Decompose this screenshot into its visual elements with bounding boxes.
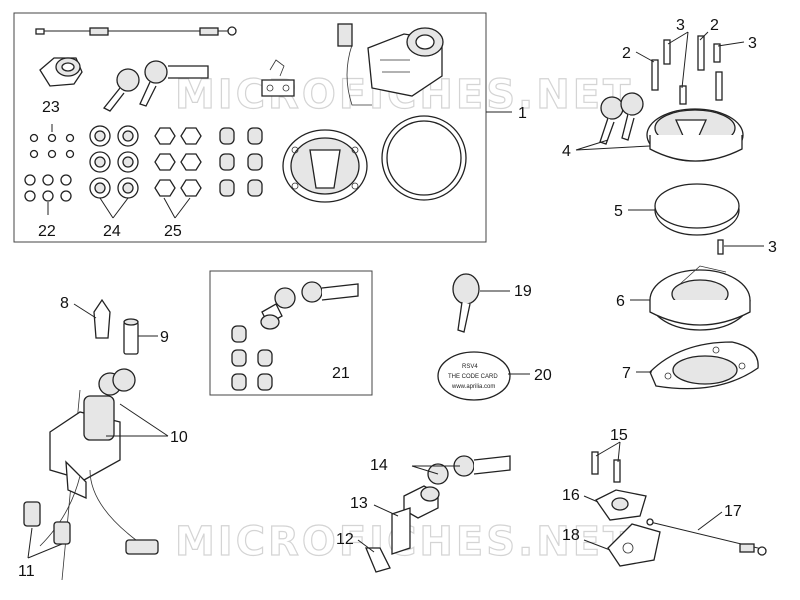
label-part-9: 9 [160, 329, 169, 346]
label-part-24: 24 [103, 223, 121, 240]
label-part-11: 11 [18, 563, 35, 580]
fuel-cap-assembly-drawing [646, 108, 744, 162]
lock-group-drawing [365, 455, 511, 573]
bushings-kit-drawing [219, 127, 263, 197]
label-part-1: 1 [518, 105, 527, 122]
key-19-drawing [452, 273, 480, 333]
lower-right-assembly-drawing [591, 451, 767, 567]
nuts-25-drawing [154, 127, 202, 197]
key-tag-line1: RSV4 [462, 364, 478, 370]
ring-6-drawing [649, 265, 751, 331]
label-part-6: 6 [616, 293, 625, 310]
label-part-8: 8 [60, 295, 69, 312]
screw-9-drawing [123, 318, 139, 355]
rings-24-drawing [89, 125, 139, 199]
screw-3-lower-drawing [717, 239, 724, 255]
fuel-cap-kit-drawing [282, 129, 368, 203]
cable-drawing [35, 26, 237, 36]
label-part-4: 4 [562, 143, 571, 160]
label-part-2b: 2 [710, 17, 719, 34]
key-tag-drawing: RSV4 THE CODE CARD www.aprilia.com [437, 351, 511, 401]
label-part-17: 17 [724, 503, 742, 520]
key-tag-line3: www.aprilia.com [451, 384, 495, 390]
label-part-23: 23 [42, 99, 60, 116]
label-part-20: 20 [534, 367, 552, 384]
washers-23-drawing [29, 133, 75, 159]
label-part-10: 10 [170, 429, 188, 446]
label-part-15: 15 [610, 427, 628, 444]
fuel-cap-keys-drawing [599, 92, 644, 145]
label-part-22: 22 [38, 223, 56, 240]
label-part-13: 13 [350, 495, 368, 512]
kit-21-bushings-drawing [231, 325, 273, 391]
label-part-3b: 3 [748, 35, 757, 52]
ignition-switch-drawing [337, 23, 444, 106]
label-part-3a: 3 [676, 17, 685, 34]
gasket-5-drawing [654, 183, 740, 236]
kit-21-keys-drawing [260, 281, 359, 330]
label-part-3c: 3 [768, 239, 777, 256]
label-part-16: 16 [562, 487, 580, 504]
pin-8-drawing [93, 298, 111, 339]
label-part-12: 12 [336, 531, 354, 548]
label-part-18: 18 [562, 527, 580, 544]
label-part-25: 25 [164, 223, 182, 240]
washers-22-drawing [24, 174, 72, 202]
kit-21-box [209, 270, 373, 396]
label-part-19: 19 [514, 283, 532, 300]
bracket-drawing [261, 59, 295, 97]
label-part-2a: 2 [622, 45, 631, 62]
kit-box [13, 12, 487, 243]
label-part-7: 7 [622, 365, 631, 382]
label-part-5: 5 [614, 203, 623, 220]
label-part-21: 21 [332, 365, 350, 382]
ignition-lock-drawing [23, 368, 159, 581]
fuel-cap-screws-drawing [651, 35, 723, 105]
key-tag-line2: THE CODE CARD [448, 374, 498, 380]
oring-kit-drawing [381, 115, 467, 201]
lock-cylinder-drawing [39, 57, 83, 87]
label-part-14: 14 [370, 457, 388, 474]
plate-7-drawing [649, 341, 759, 390]
kit-keys-drawing [102, 60, 209, 112]
